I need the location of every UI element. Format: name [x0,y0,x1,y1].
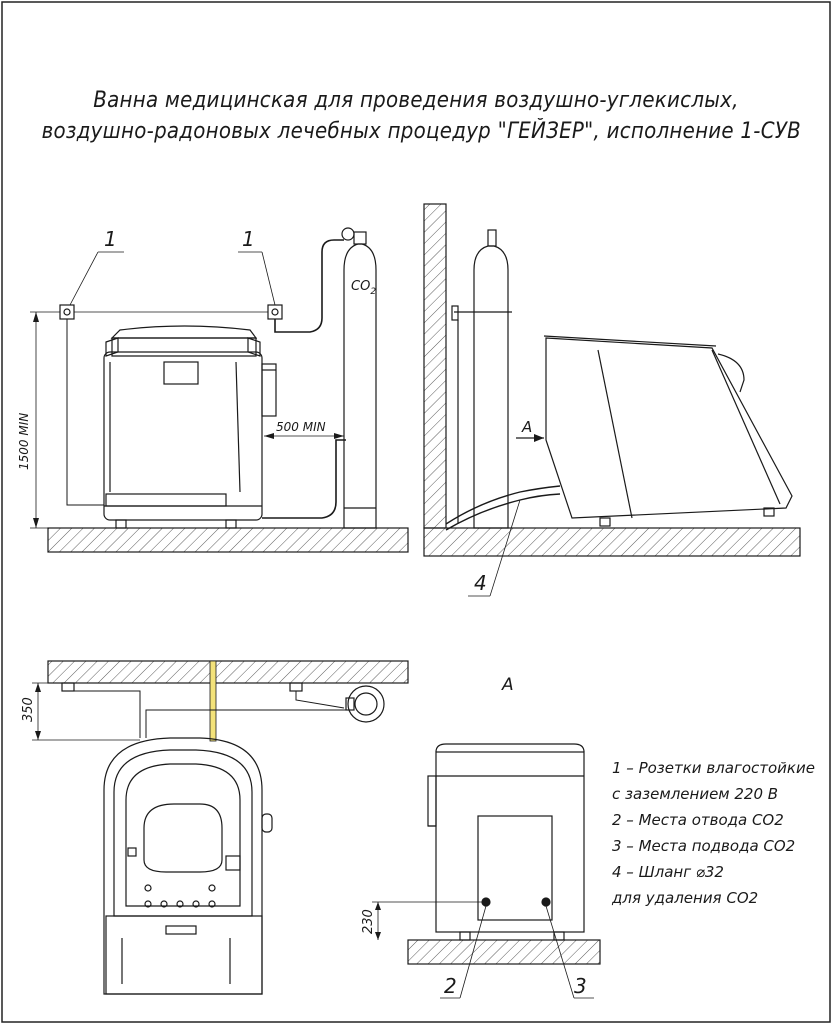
hose [445,485,561,525]
callout-2: 2 [444,974,457,998]
wall-top-view [47,660,409,684]
co2-cylinder-top [347,685,385,723]
co2-inlet-point [541,897,551,907]
legend-item: 3 – Места подвода СО2 [612,837,796,855]
socket-right [267,304,283,320]
drawing-title-line-1: Ванна медицинская для проведения воздушн… [93,88,739,113]
legend: 1 – Розетки влагостойкие с заземлением 2… [612,755,828,911]
legend-item: с заземлением 220 В [612,785,779,803]
callout-1-left: 1 [104,227,117,251]
dimension-350: 350 [21,697,36,722]
top-view [32,660,409,995]
co2-outlet-point [481,897,491,907]
bath-body-view-a [435,751,585,933]
co2-cylinder-label: CO2 [351,279,376,297]
legend-item: 2 – Места отвода СО2 [612,811,784,829]
wall-side [423,203,447,529]
callout-4: 4 [474,571,487,595]
bath-body-front [103,351,263,521]
floor-slab-front [47,527,409,553]
bath-body-top [103,737,263,995]
callout-3: 3 [574,974,587,998]
dimension-230: 230 [361,909,376,934]
legend-item: для удаления СО2 [612,889,759,907]
callout-1-right: 1 [242,227,255,251]
socket-left [59,304,75,320]
view-arrow-a: A [521,418,532,436]
view-a [372,743,601,999]
view-a-title: A [501,675,514,695]
bath-body-side [545,337,793,519]
drawing-title-line-2: воздушно-радоновых лечебных процедур "ГЕ… [41,119,802,144]
dimension-500-min: 500 MIN [276,420,326,434]
legend-item: 4 – Шланг ⌀32 [612,863,724,881]
co2-cylinder-side [473,245,509,529]
side-view [423,203,801,597]
legend-item: 1 – Розетки влагостойкие [612,759,815,777]
floor-slab-side [423,527,801,557]
floor-slab-view-a [407,939,601,965]
dimension-1500-min: 1500 MIN [17,413,31,470]
front-view [30,227,409,553]
